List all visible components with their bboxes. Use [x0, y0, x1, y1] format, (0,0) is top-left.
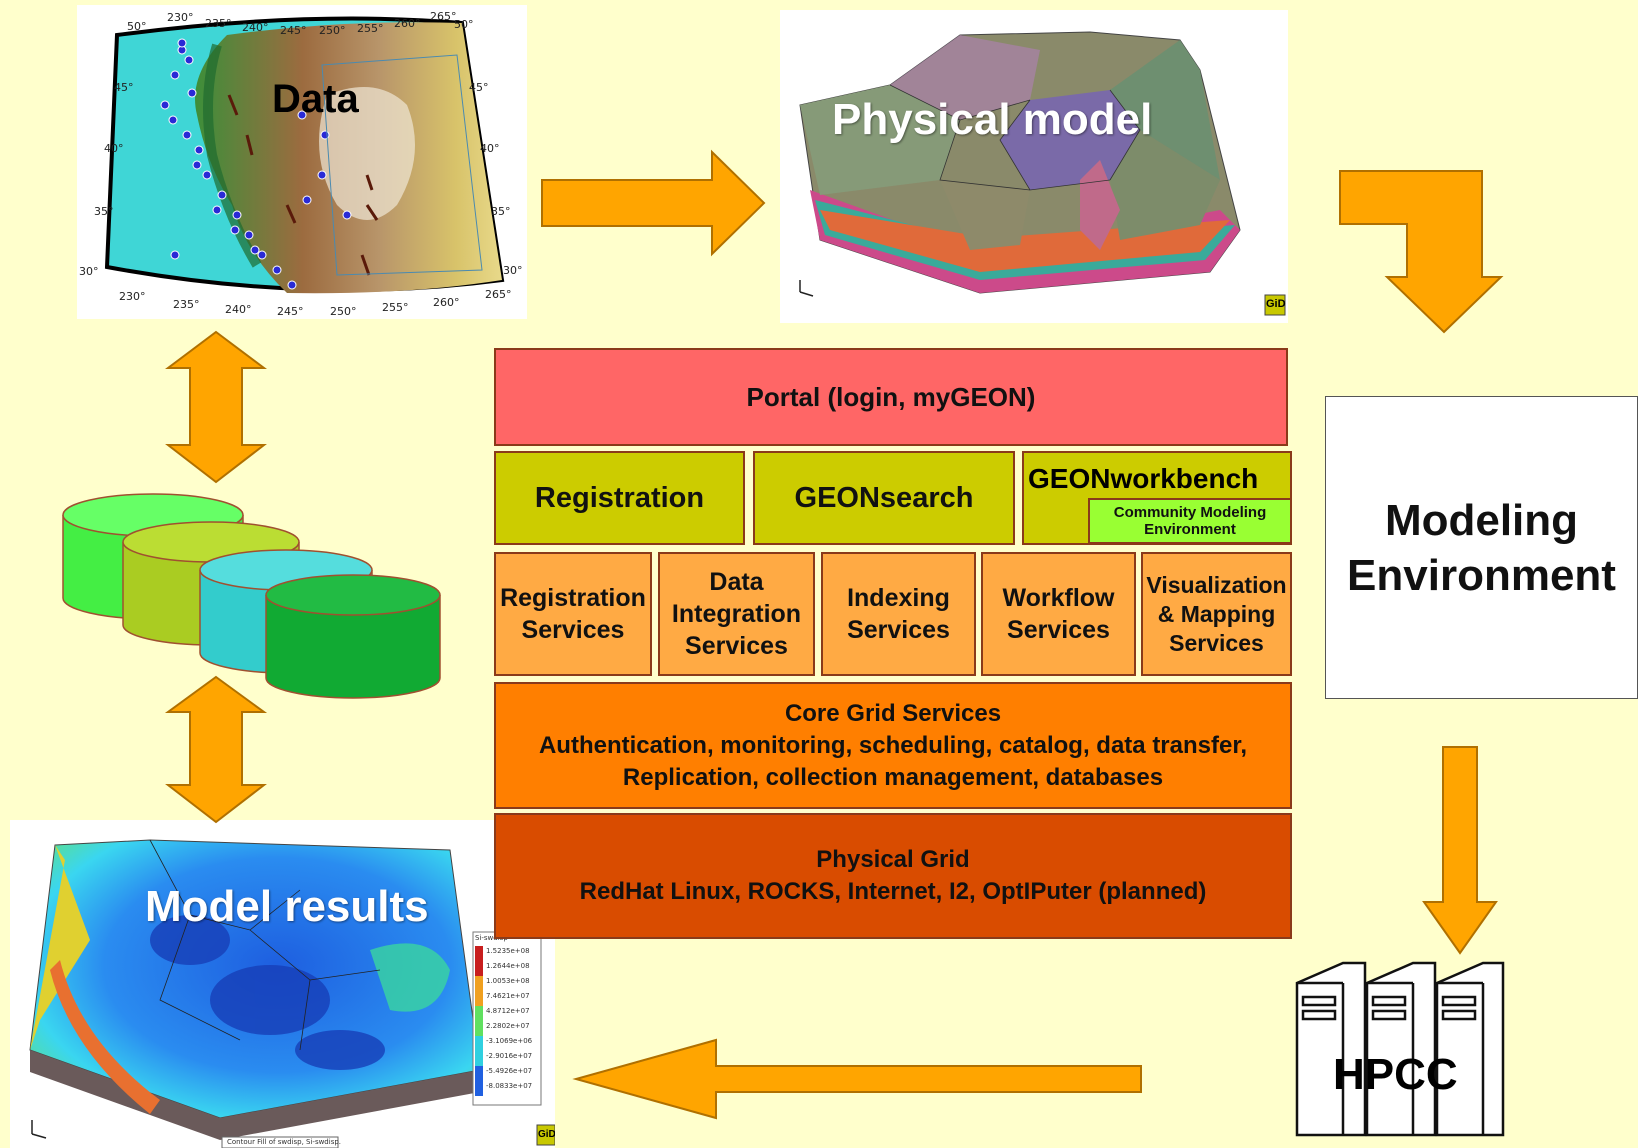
modeling-environment-box: Modeling Environment [1325, 396, 1638, 699]
arrow-left-icon [572, 1038, 1142, 1120]
model-results-graphic [29, 839, 555, 1148]
database-cylinder-icon [265, 574, 441, 699]
lat-tick-label: 40° [104, 142, 124, 155]
service-box: Workflow Services [981, 552, 1136, 676]
arrow-right-icon [541, 149, 766, 257]
contour-caption: Contour Fill of swdisp, Si-swdisp. [227, 1138, 342, 1146]
lon-tick-label: 250° [319, 24, 346, 37]
lat-tick-label: 50° [454, 18, 474, 31]
legend-value: 1.2644e+08 [486, 962, 530, 970]
lon-tick-label: 260° [433, 296, 460, 309]
service-box: Registration Services [494, 552, 652, 676]
registration-label: Registration [534, 481, 705, 514]
modeling-environment-label: Modeling Environment [1347, 495, 1616, 600]
registration-layer: Registration [494, 451, 745, 545]
lon-tick-label: 240° [225, 303, 252, 316]
service-label: Data Integration Services [671, 568, 802, 660]
service-label: Workflow Services [1002, 584, 1115, 644]
legend-value: 2.2802e+07 [486, 1022, 530, 1030]
lat-tick-label: 30° [503, 264, 523, 277]
gid-logo: GiD [538, 1129, 555, 1140]
lon-tick-label: 255° [382, 301, 409, 314]
lat-tick-label: 35° [94, 205, 114, 218]
legend-value: 7.4621e+07 [486, 992, 530, 1000]
core-grid-line: Replication, collection management, data… [622, 763, 1164, 791]
service-label: Visualization & Mapping Services [1146, 571, 1287, 656]
geonworkbench-layer: GEONworkbench Community Modeling Environ… [1022, 451, 1292, 545]
geonsearch-label: GEONsearch [794, 481, 974, 514]
lon-tick-label: 245° [280, 24, 307, 37]
legend-value: -3.1069e+06 [486, 1037, 533, 1045]
legend-value: -8.0833e+07 [486, 1082, 533, 1090]
physical-grid-title: Physical Grid [816, 846, 970, 873]
data-label: Data [272, 77, 359, 121]
physical-grid-layer: Physical Grid RedHat Linux, ROCKS, Inter… [494, 813, 1292, 939]
community-modeling-label: Community Modeling Environment [1113, 504, 1267, 538]
core-grid-line: Authentication, monitoring, scheduling, … [538, 731, 1248, 759]
database-cylinders-graphic [62, 493, 441, 699]
legend-title: Si-swdisp [475, 934, 508, 942]
arrow-down-icon [1422, 746, 1498, 955]
physical-model-graphic [799, 31, 1286, 316]
lat-tick-label: 50° [127, 20, 147, 33]
service-box: Visualization & Mapping Services [1141, 552, 1292, 676]
lon-tick-label: 245° [277, 305, 304, 318]
server-tower-icon [1365, 961, 1437, 1137]
arrow-double-vertical-icon [164, 675, 268, 824]
lat-tick-label: 45° [114, 81, 134, 94]
hpcc-label: HPCC [1333, 1050, 1458, 1099]
legend-value: 1.0053e+08 [486, 977, 530, 985]
lon-tick-label: 265° [485, 288, 512, 301]
physical-grid-line: RedHat Linux, ROCKS, Internet, I2, OptIP… [579, 878, 1207, 905]
lon-tick-label: 250° [330, 305, 357, 318]
legend-value: 1.5235e+08 [486, 947, 530, 955]
legend-value: -2.9016e+07 [486, 1052, 533, 1060]
lon-tick-label: 260° [394, 17, 421, 30]
service-box: Data Integration Services [658, 552, 815, 676]
physical-model-label: Physical model [832, 95, 1153, 144]
lat-tick-label: 40° [480, 142, 500, 155]
legend-value: 4.8712e+07 [486, 1007, 530, 1015]
portal-label: Portal (login, myGEON) [746, 381, 1036, 412]
service-box: Indexing Services [821, 552, 976, 676]
portal-layer: Portal (login, myGEON) [494, 348, 1288, 446]
server-tower-icon [1435, 961, 1505, 1137]
physical-model-panel: GiD Physical model [780, 10, 1288, 323]
model-results-label: Model results [145, 882, 429, 931]
model-results-panel: Si-swdisp 1.5235e+08 1.2644e+08 1.0053e+… [10, 820, 555, 1148]
geonsearch-layer: GEONsearch [753, 451, 1015, 545]
geonworkbench-label: GEONworkbench [1028, 463, 1259, 494]
lon-tick-label: 240° [242, 21, 269, 34]
legend-value: -5.4926e+07 [486, 1067, 533, 1075]
core-grid-title: Core Grid Services [784, 699, 1002, 727]
community-modeling-box: Community Modeling Environment [1088, 498, 1292, 544]
lon-tick-label: 230° [167, 11, 194, 24]
lon-tick-label: 265° [430, 10, 457, 23]
gid-logo: GiD [1266, 298, 1286, 310]
service-label: Indexing Services [847, 584, 950, 644]
server-tower-icon [1295, 961, 1367, 1137]
lon-tick-label: 230° [119, 290, 146, 303]
lon-tick-label: 255° [357, 22, 384, 35]
lat-tick-label: 35° [491, 205, 511, 218]
lon-tick-label: 235° [205, 17, 232, 30]
lat-tick-label: 30° [79, 265, 99, 278]
lat-tick-label: 45° [469, 81, 489, 94]
data-map-graphic [104, 16, 505, 294]
arrow-double-vertical-icon [165, 330, 267, 484]
hpcc-servers-graphic [1295, 961, 1505, 1137]
arrow-bent-down-icon [1339, 170, 1504, 334]
data-map-panel: 50° 45° 40° 35° 30° 50° 45° 40° 35° 30° … [77, 5, 527, 319]
lon-tick-label: 235° [173, 298, 200, 311]
core-grid-layer: Core Grid Services Authentication, monit… [494, 682, 1292, 809]
service-label: Registration Services [500, 584, 646, 644]
